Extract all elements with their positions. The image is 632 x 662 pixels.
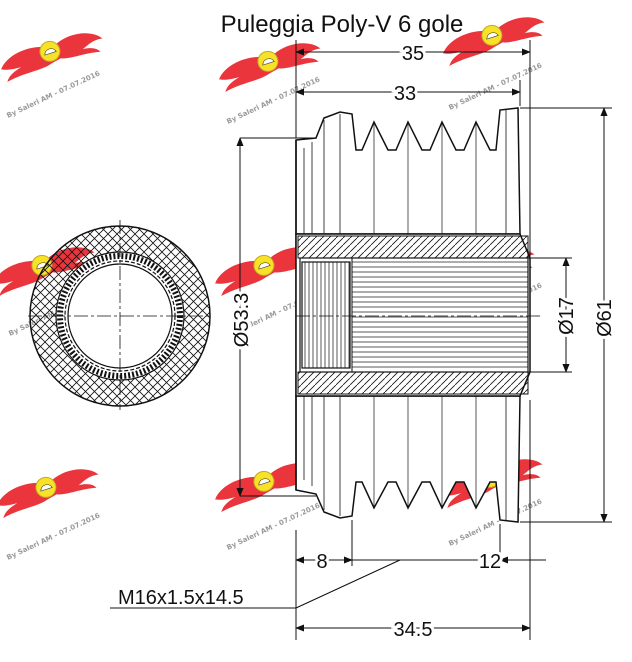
dim-groove-diameter: Ø53.3	[231, 293, 253, 347]
drawing-title: Puleggia Poly-V 6 gole	[221, 11, 464, 38]
watermark-text: By Saleri AM - 07.07.2016	[5, 69, 101, 119]
dim-overall-width: 35	[402, 43, 424, 65]
dim-groove-width: 33	[394, 83, 416, 105]
dim-right-offset: 12	[479, 551, 501, 573]
pulley-side-view	[295, 107, 540, 523]
watermark-text: By Saleri AM - 07.07.2016	[447, 497, 543, 547]
dim-base-width: 34.5	[394, 619, 433, 641]
thread-callout: M16x1.5x14.5	[118, 587, 244, 609]
watermark-logo	[0, 460, 103, 520]
pulley-end-view	[28, 220, 212, 410]
dimension-lines	[110, 40, 612, 640]
watermark-text: By Saleri AM - 07.07.2016	[5, 511, 101, 561]
dim-bore-diameter: Ø17	[556, 297, 578, 335]
dim-outer-diameter: Ø61	[594, 299, 616, 337]
watermark-text: By Saleri AM - 07.07.2016	[447, 61, 543, 111]
dim-left-offset: 8	[316, 551, 327, 573]
watermark-text: By Saleri AM - 07.07.2016	[225, 501, 321, 551]
